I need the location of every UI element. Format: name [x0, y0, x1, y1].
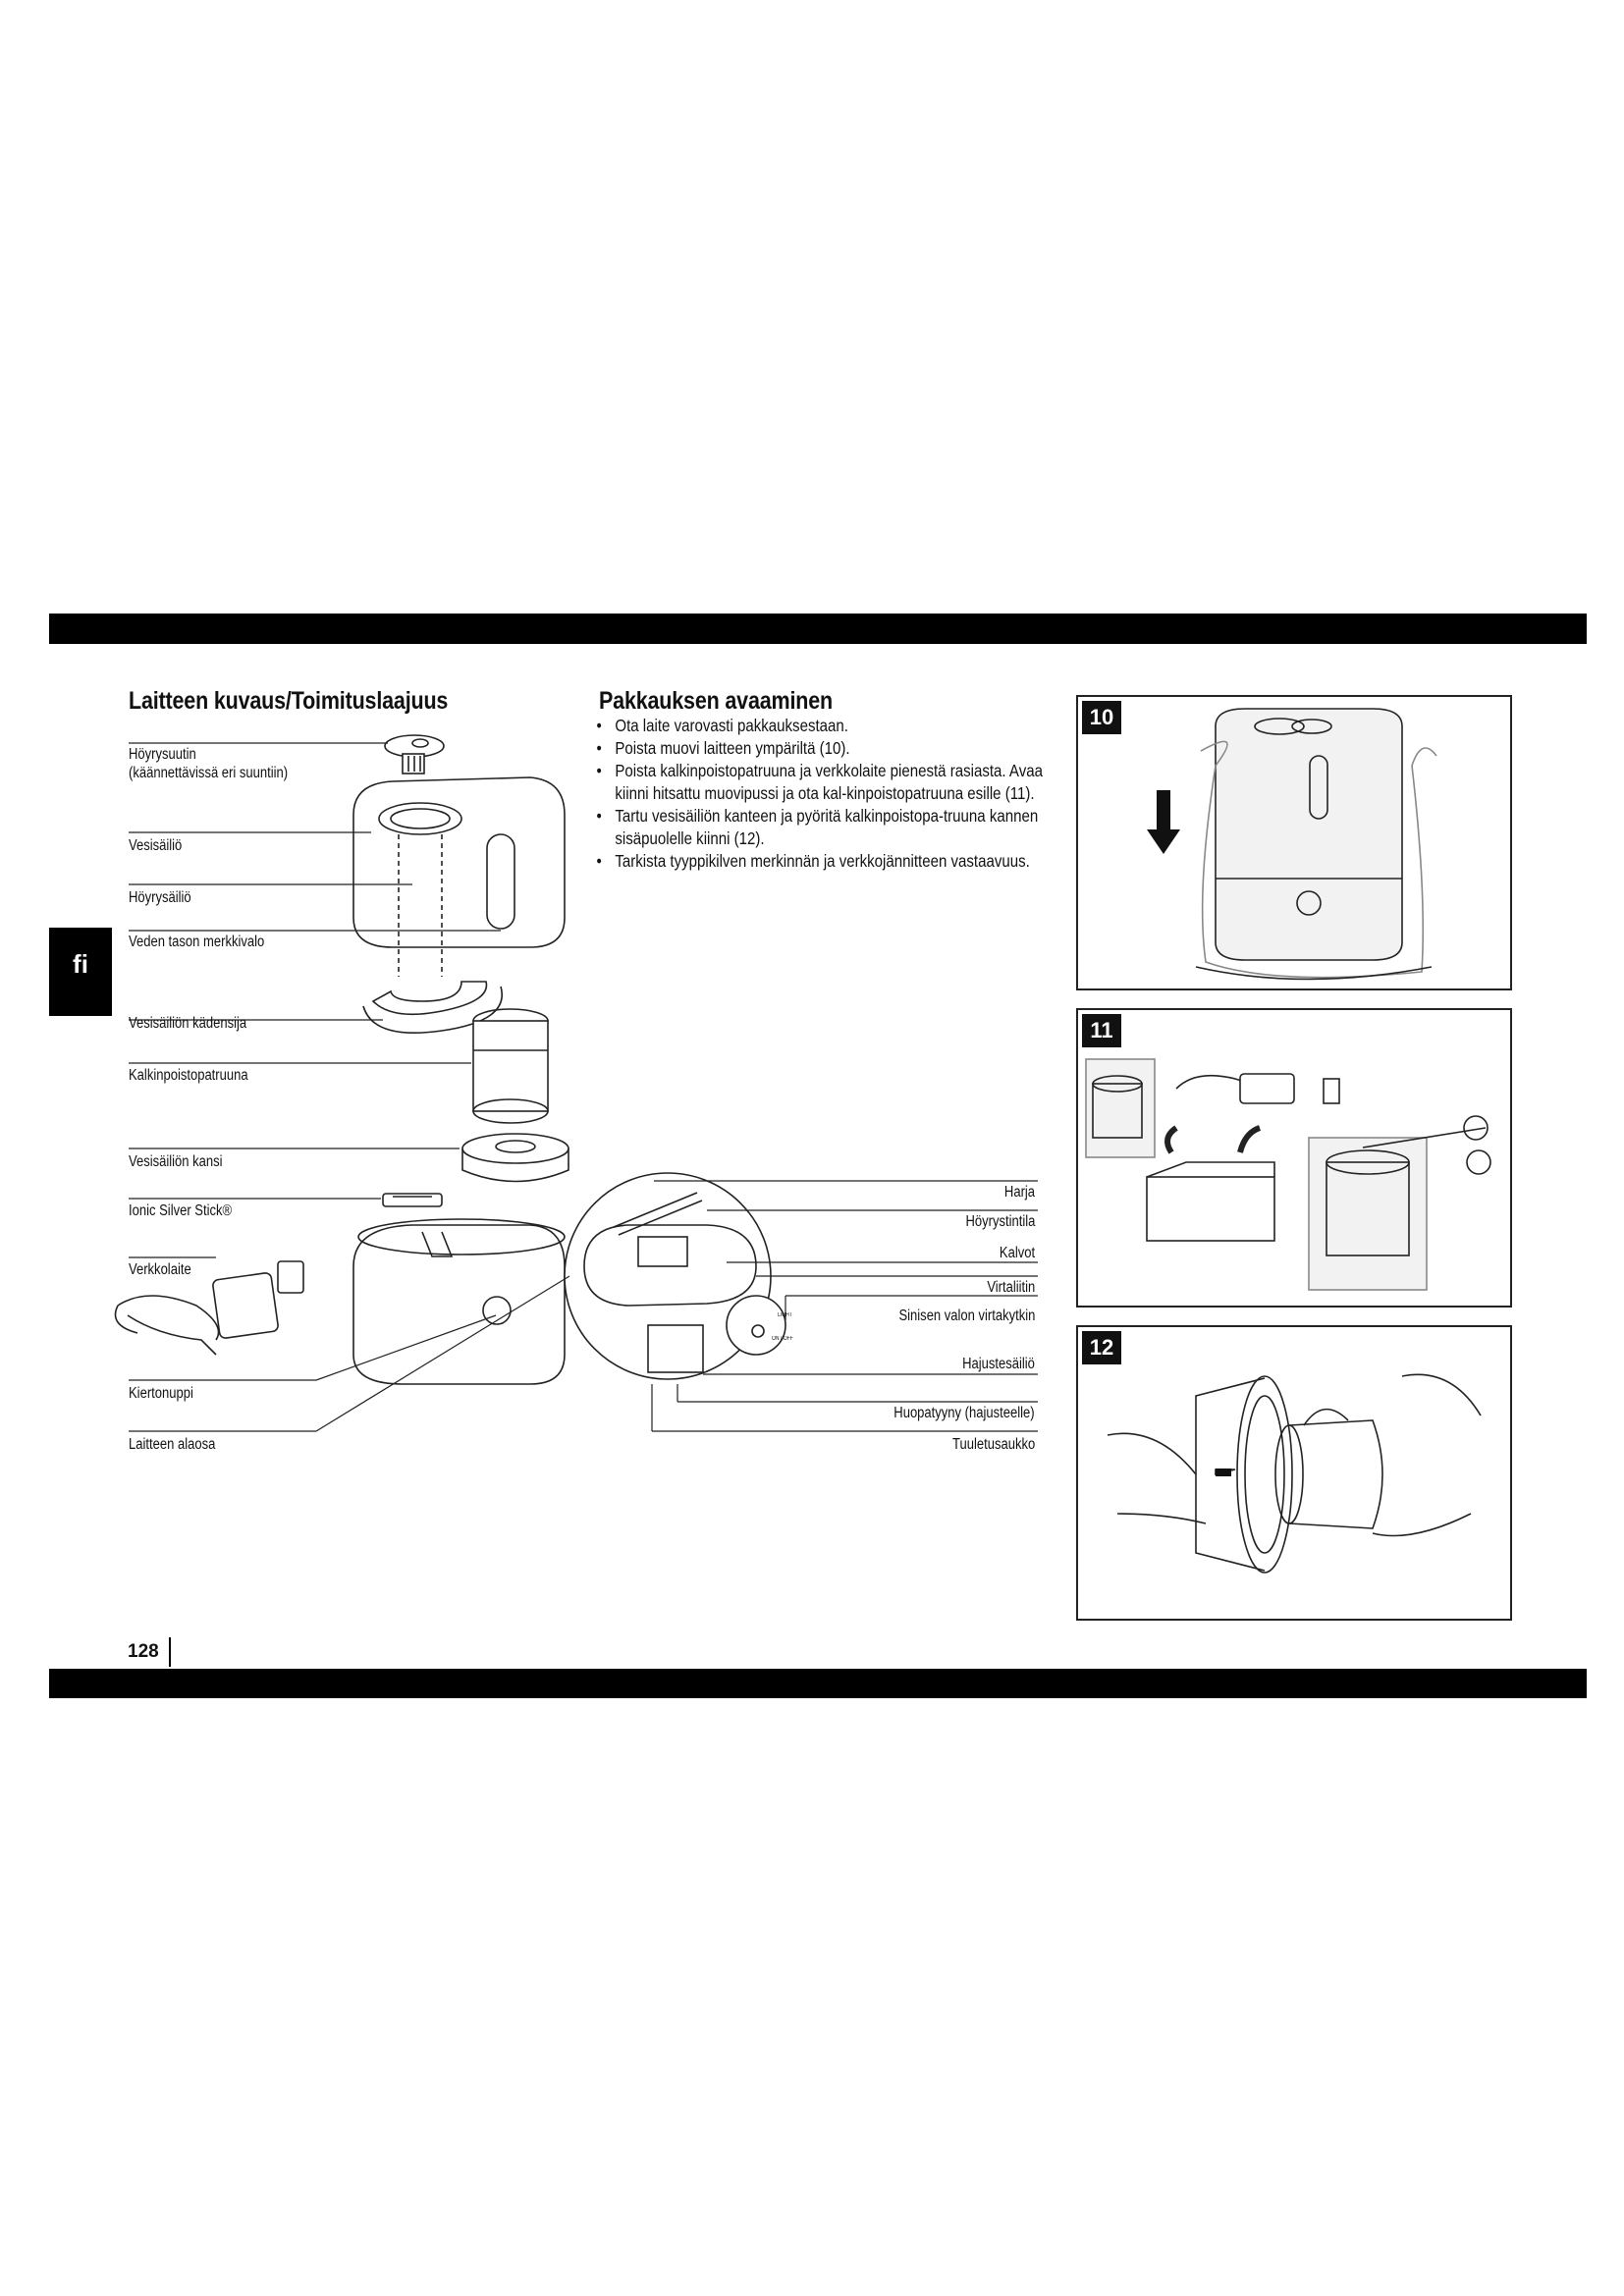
figure-11: 11 — [1076, 1008, 1512, 1308]
label-blue-light-switch: Sinisen valon virtakytkin — [898, 1307, 1035, 1325]
label-base: Laitteen alaosa — [129, 1435, 215, 1454]
label-vent: Tuuletusaukko — [952, 1435, 1035, 1454]
label-steam-nozzle: Höyrysuutin — [129, 745, 196, 764]
figure-12: 12 — [1076, 1325, 1512, 1621]
label-water-level: Veden tason merkkivalo — [129, 933, 264, 951]
label-decalc-cartridge: Kalkinpoistopatruuna — [129, 1066, 248, 1085]
label-steam-nozzle-note: (käännettävissä eri suuntiin) — [129, 764, 288, 782]
figure-10: 10 — [1076, 695, 1512, 990]
label-fragrance-tank: Hajustesäiliö — [962, 1355, 1035, 1373]
attach-cartridge-illustration — [1078, 1327, 1514, 1623]
humidifier-in-plastic-illustration — [1078, 697, 1514, 992]
switch-light-text: LIGHT — [778, 1311, 792, 1319]
label-steam-tank: Höyrysäiliö — [129, 888, 191, 907]
label-steam-space: Höyrystintila — [965, 1212, 1035, 1231]
label-membranes: Kalvot — [1000, 1244, 1035, 1262]
label-power-socket: Virtaliitin — [987, 1278, 1035, 1297]
label-tank-handle: Vesisäiliön kädensija — [129, 1014, 246, 1033]
label-brush: Harja — [1004, 1183, 1035, 1201]
label-ionic-stick: Ionic Silver Stick® — [129, 1201, 232, 1220]
switch-onoff-text: ON / OFF — [772, 1335, 793, 1343]
page-number: 128 — [128, 1637, 171, 1667]
unboxing-illustration — [1078, 1010, 1514, 1309]
label-adapter: Verkkolaite — [129, 1260, 191, 1279]
label-knob: Kiertonuppi — [129, 1384, 193, 1403]
label-felt-pad: Huopatyyny (hajusteelle) — [894, 1404, 1035, 1422]
label-water-tank: Vesisäiliö — [129, 836, 182, 855]
label-tank-lid: Vesisäiliön kansi — [129, 1152, 223, 1171]
